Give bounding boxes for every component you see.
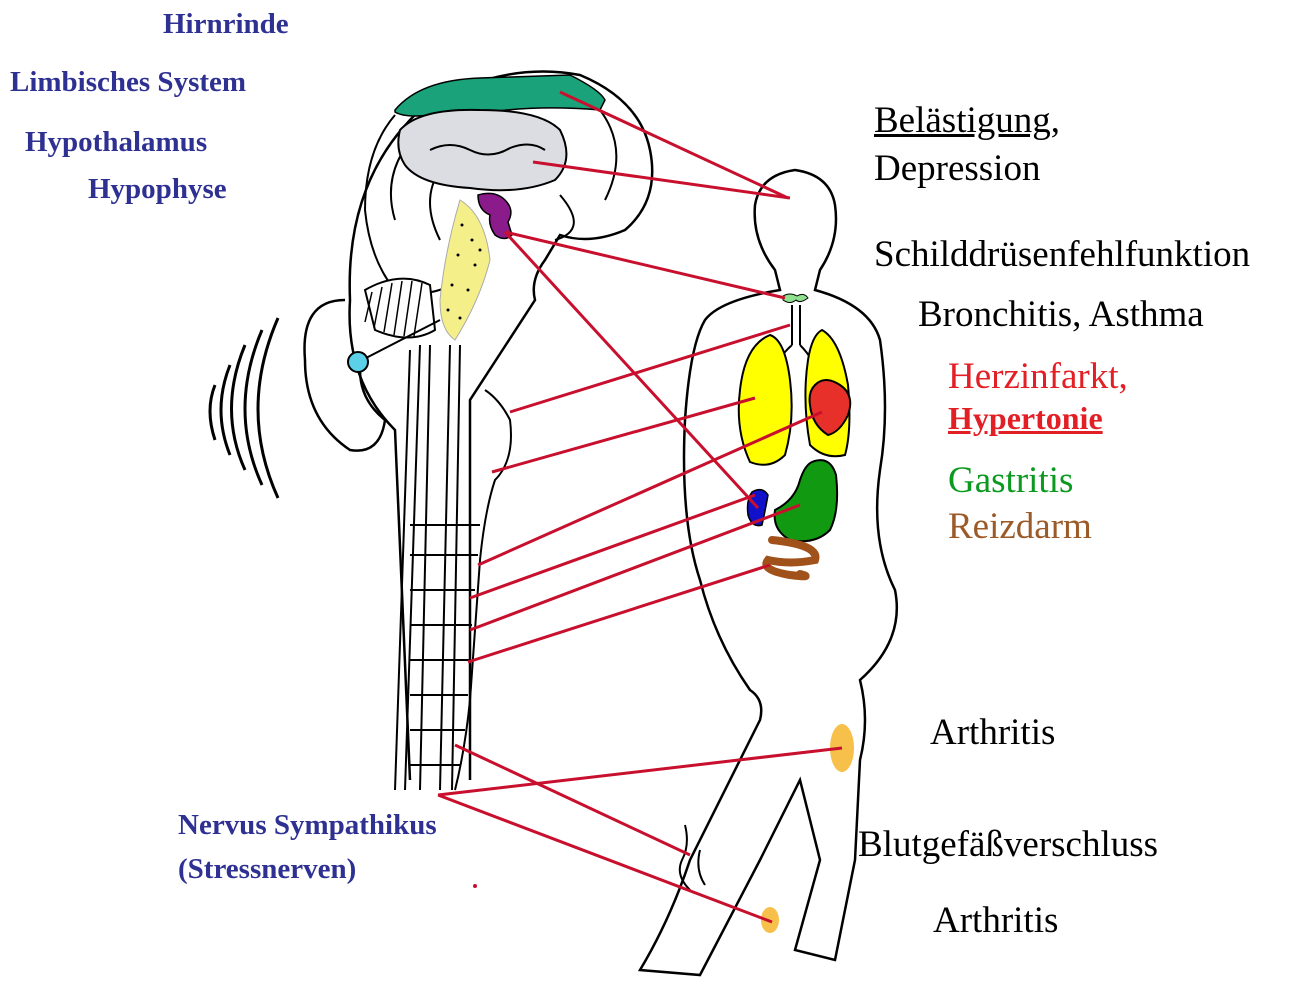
label-hypothalamus: Hypothalamus [25, 128, 207, 157]
label-schilddruese: Schilddrüsenfehlfunktion [874, 236, 1250, 273]
inner-ear-knob [348, 352, 368, 372]
label-nervus-sympathikus: Nervus Sympathikus [178, 811, 437, 840]
label-stressnerven: (Stressnerven) [178, 855, 356, 884]
stomach-organ [775, 460, 838, 541]
connector-hypothalamus-liver [505, 232, 758, 508]
sound-wave [210, 385, 215, 440]
label-herzinfarkt: Herzinfarkt, [948, 358, 1128, 395]
sound-waves [210, 318, 278, 498]
label-reizdarm: Reizdarm [948, 508, 1092, 545]
label-arthritis-ankle: Arthritis [933, 902, 1058, 939]
brainstem-dotted-region [440, 200, 490, 340]
label-hypertonie: Hypertonie [948, 402, 1103, 434]
connector-spine-vessel [455, 745, 690, 855]
connector-spine-stomach [470, 505, 800, 630]
sound-wave [232, 345, 246, 470]
connector-hypothalamus-thyroid [505, 232, 785, 298]
label-belaestigung: Belästigung [874, 100, 1051, 141]
label-belaestigung-line: Belästigung, [874, 102, 1060, 139]
limbic-region [398, 110, 566, 190]
stray-dot [473, 884, 477, 888]
label-arthritis-knee: Arthritis [930, 714, 1055, 751]
label-hirnrinde: Hirnrinde [163, 10, 289, 39]
sound-wave [258, 318, 278, 498]
label-blutgefaess: Blutgefäßverschluss [858, 826, 1158, 863]
sound-wave [221, 365, 230, 455]
label-gastritis: Gastritis [948, 462, 1073, 499]
label-hypophyse: Hypophyse [88, 175, 227, 204]
label-bronchitis: Bronchitis, Asthma [918, 296, 1204, 333]
spinal-column [395, 345, 460, 790]
label-depression: Depression [874, 150, 1040, 187]
label-belaestigung-comma: , [1051, 100, 1060, 141]
intestine-organ [766, 540, 815, 576]
thyroid-organ [783, 294, 808, 303]
connector-spine-knee [438, 748, 842, 795]
label-limbisches-system: Limbisches System [10, 68, 246, 97]
